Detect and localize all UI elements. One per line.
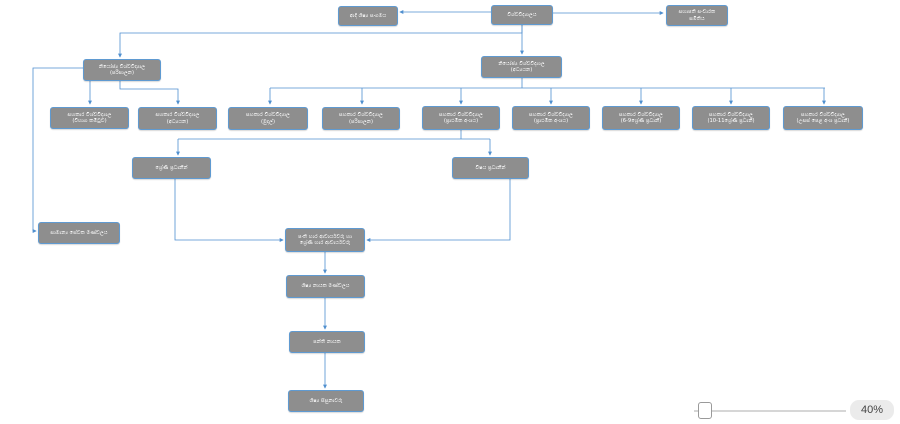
node-university[interactable]: විශ්වවිද්‍යාලය <box>491 5 553 25</box>
node-subject-heads[interactable]: විෂය ප්‍රධානීන් <box>452 157 529 179</box>
node-staff-council[interactable]: සාමාන්‍ය සේවක මණ්ඩලය <box>38 222 120 244</box>
node-asst-finance[interactable]: සහකාර විශ්වවිද්‍යාල (මුදල්) <box>228 107 308 130</box>
node-asst-primary-1[interactable]: සහකාර විශ්වවිද්‍යාල (ප්‍රාථමික අංශය) <box>422 106 500 130</box>
node-asst-exams[interactable]: සහකාර විශ්වවිද්‍යාල (විභාග කමිටුව) <box>50 107 129 129</box>
connector-subject-heads-to-class-teachers <box>366 179 511 242</box>
node-class-leaders[interactable]: පන්ති නායක <box>289 331 365 353</box>
zoom-slider-track[interactable] <box>694 410 846 412</box>
node-class-teachers[interactable]: පංති භාර ආචාර්යවරු හා ශ්‍රේණි භාර ආචාර්ය… <box>285 228 365 252</box>
node-asst-primary-2[interactable]: සහකාර විශ්වවිද්‍යාල (ප්‍රාථමික අංශය) <box>512 106 590 130</box>
node-asst-admin[interactable]: සහකාර විශ්වවිද්‍යාල (පරිපාලන) <box>322 107 400 130</box>
connector-dean-admin-to-staff-council <box>32 67 83 233</box>
node-asst-advanced[interactable]: සහකාර විශ්වවිද්‍යාල (උසස් පෙළ අංශ ප්‍රධා… <box>783 106 863 130</box>
connector-university-to-dean-admin <box>118 25 523 58</box>
node-asst-grade-10-11[interactable]: සහකාර විශ්වවිද්‍යාල (10-11ශ්‍රේණි ප්‍රධා… <box>692 106 770 130</box>
node-dean-academic[interactable]: නියෝජ්‍ය විශ්වවිද්‍යාල (අධ්‍යයන) <box>481 56 562 78</box>
node-council[interactable]: සභාපති සංචාරක සමිතිය <box>666 5 728 26</box>
connector-grade-heads-to-class-teachers <box>174 179 284 242</box>
node-student-council[interactable]: ශිෂ්‍ය නායක මණ්ඩලය <box>286 275 365 298</box>
node-old-students[interactable]: ආදි ශිෂ්‍ය සංගමය <box>338 6 398 26</box>
node-grade-heads[interactable]: ශ්‍රේණි ප්‍රධානීන් <box>132 157 211 179</box>
zoom-slider-handle[interactable] <box>697 402 712 419</box>
connector-dean-admin-to-asst-academic <box>119 81 180 105</box>
node-asst-academic[interactable]: සහකාර විශ්වවිද්‍යාල (අධ්‍යයන) <box>138 107 217 130</box>
node-students[interactable]: ශිෂ්‍ය සිසුනාවරු <box>288 390 364 412</box>
node-asst-grade-6-9[interactable]: සහකාර විශ්වවිද්‍යාල (6-9ශ්‍රේණි ප්‍රධානී… <box>602 106 680 130</box>
zoom-level-label: 40% <box>850 400 894 420</box>
node-dean-admin[interactable]: නියෝජ්‍ය විශ්වවිද්‍යාල (පරිපාලන) <box>83 59 161 81</box>
